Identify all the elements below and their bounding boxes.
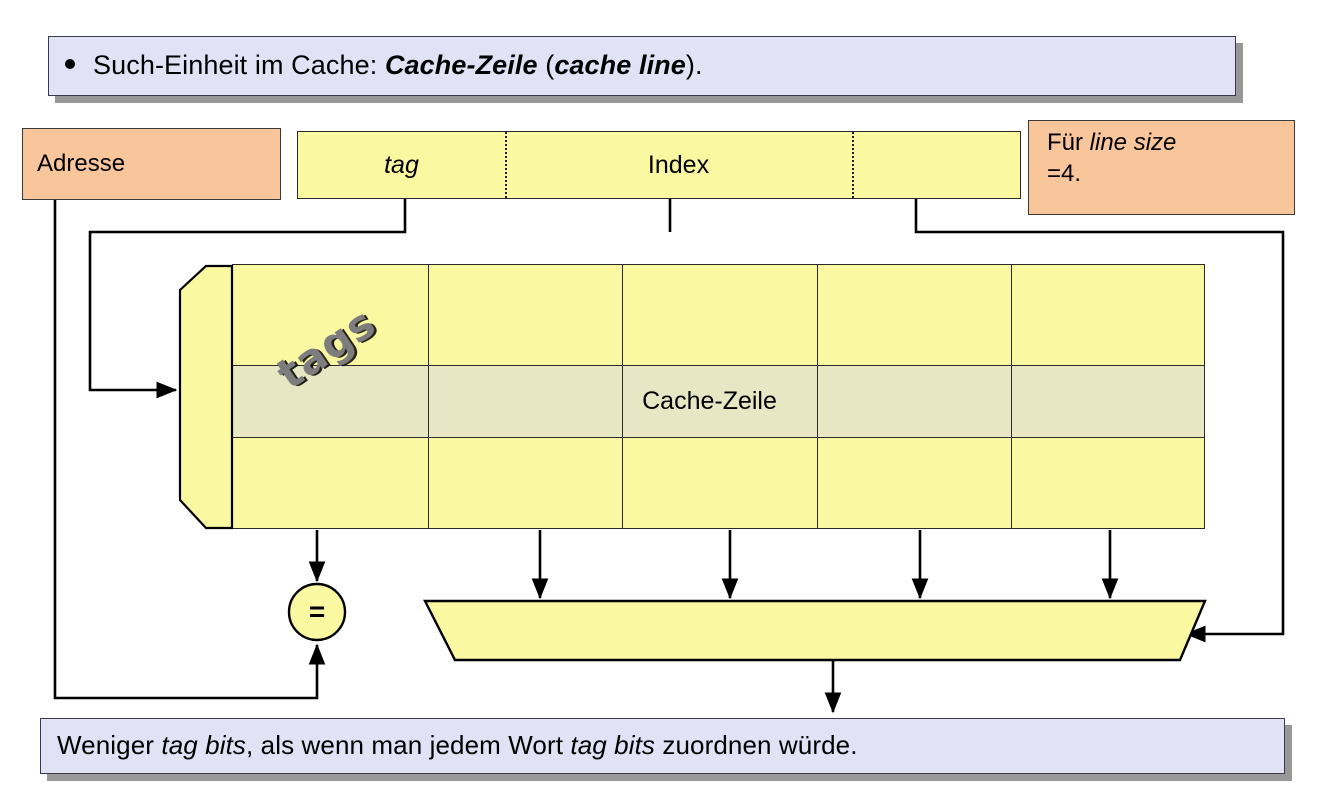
title-bullet-text: Such-Einheit im Cache: Cache-Zeile (cach… (93, 50, 703, 81)
comparator-equals-label: = (308, 596, 326, 627)
title-paren-close: ). (685, 50, 703, 81)
adresse-box: Adresse (22, 128, 281, 200)
line-size-note-box: Für line size =4. (1028, 120, 1295, 215)
address-segment-index: Index (505, 132, 852, 198)
grid-row-divider-2 (233, 437, 1204, 438)
footer-term-1: tag bits (161, 730, 247, 761)
line-size-note-line1: Für line size (1047, 128, 1294, 159)
cache-array-grid: Cache-Zeile (232, 264, 1205, 529)
grid-col-divider-1 (427, 265, 429, 528)
grid-col-divider-2 (622, 265, 624, 528)
footer-lead: Weniger (57, 730, 162, 761)
title-lead: Such-Einheit im Cache: (93, 50, 385, 81)
footer-tail: zuordnen würde. (655, 730, 858, 761)
address-segment-tag-label: tag (384, 150, 419, 179)
footer-mid: , als wenn man jedem Wort (246, 730, 571, 761)
footer-note-callout: Weniger tag bits, als wenn man jedem Wor… (40, 718, 1285, 774)
address-segment-index-label: Index (647, 150, 710, 179)
title-bullet-callout: Such-Einheit im Cache: Cache-Zeile (cach… (48, 36, 1236, 96)
footer-note-text: Weniger tag bits, als wenn man jedem Wor… (57, 730, 858, 761)
title-paren-open: ( (537, 50, 555, 81)
multiplexer-shape (423, 599, 1207, 662)
tag-decoder-shape (178, 264, 234, 530)
address-segment-offset (852, 132, 1022, 198)
address-divider-tag-index (505, 132, 507, 198)
adresse-label: Adresse (37, 149, 126, 177)
footer-term-2: tag bits (570, 730, 656, 761)
address-field: tag Index (297, 131, 1021, 199)
line-size-lead: Für (1047, 129, 1090, 156)
cache-line-label: Cache-Zeile (642, 386, 777, 415)
grid-row-divider-1 (233, 365, 1204, 366)
address-segment-tag: tag (298, 132, 505, 198)
title-term-de: Cache-Zeile (384, 50, 538, 81)
line-size-term: line size (1089, 129, 1177, 156)
grid-col-divider-3 (816, 265, 818, 528)
title-term-en: cache line (554, 50, 686, 81)
bullet-icon (65, 59, 75, 69)
line-size-note-line2: =4. (1047, 159, 1082, 187)
address-divider-index-offset (852, 132, 854, 198)
